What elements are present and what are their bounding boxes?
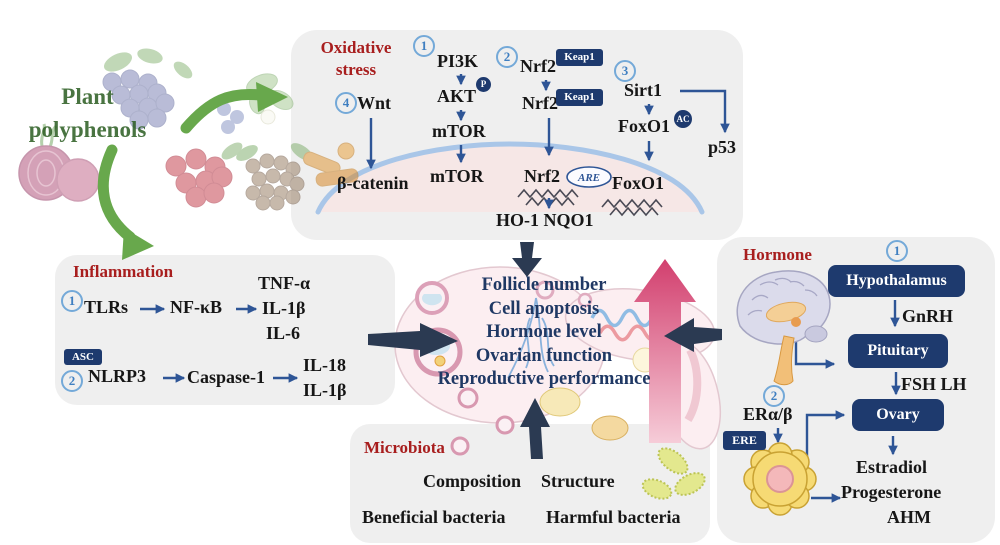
nrf2-mid-label: Nrf2 [522,93,558,113]
progesterone-label: Progesterone [841,482,942,502]
plant-label-line2: polyphenols [28,117,147,142]
sirt1-label: Sirt1 [624,80,662,100]
inflammation-step1-circle: 1 [61,290,83,312]
er-label: ERα/β [743,404,793,424]
gnrh-label: GnRH [902,306,954,326]
plant-polyphenol-sources-icon [18,48,359,211]
plant-label-line1: Plant [61,84,114,109]
composition-label: Composition [423,471,522,491]
up-arrow-pink [634,259,696,443]
beneficial-bacteria-label: Beneficial bacteria [362,507,506,527]
harmful-bacteria-label: Harmful bacteria [546,507,681,527]
hypothalamus-node: Hypothalamus [828,265,965,297]
green-arrow-to-oxidative-icon [180,82,288,134]
grapes-icon [102,48,193,130]
nfkb-label: NF-κB [170,297,222,317]
inflammation-panel [55,255,395,405]
estradiol-label: Estradiol [856,457,928,477]
ahm-label: AHM [887,507,931,527]
outcome-line-follicle-number: Follicle number [481,275,607,295]
outcome-text-block: Follicle number Cell apoptosis Hormone l… [388,274,700,392]
oxidative-title-line1: Oxidative [320,38,392,57]
foxo1-upper-label: FoxO1 [618,116,670,136]
il6-label: IL-6 [266,323,301,343]
brain-icon [736,270,831,386]
vessel-icon [507,297,555,379]
p53-label: p53 [708,137,737,157]
step1-circle: 1 [413,35,435,57]
block-arrow-from-microbiota [520,398,550,459]
ho1-nqo1-label: HO-1 NQO1 [496,210,594,230]
hormone-title: Hormone [743,245,812,264]
outcome-line-cell-apoptosis: Cell apoptosis [488,298,600,319]
arrow-sirt1-p53 [680,89,730,134]
phospho-badge: P [476,77,491,92]
arrow-cell-ovary [805,410,846,467]
inflammation-title: Inflammation [73,262,174,281]
blue-tube-icon [590,308,654,328]
pi3k-label: PI3K [437,51,479,71]
nrf2-top-label: Nrf2 [520,56,556,76]
akt-label: AKT [437,86,477,106]
step2-circle: 2 [496,46,518,68]
structure-label: Structure [541,471,615,491]
nlrp3-label: NLRP3 [88,366,146,386]
block-arrow-from-oxidative [512,242,542,277]
foxo1-nucleus-label: FoxO1 [612,173,664,193]
mtor-nucleus-label: mTOR [430,166,484,186]
ere-badge: ERE [723,431,766,450]
outcome-line-reproductive-performance: Reproductive performance [437,369,651,389]
keap1-top-badge: Keap1 [556,49,603,66]
are-oval: ARE [566,166,612,188]
inflammation-step2-circle: 2 [61,370,83,392]
nrf2-nucleus-label: Nrf2 [524,166,560,186]
hormone-step2-circle: 2 [763,385,785,407]
keap1-mid-badge: Keap1 [556,89,603,106]
il18-label: IL-18 [303,355,347,375]
mtor-upper-label: mTOR [432,121,486,141]
il1b-bottom-label: IL-1β [303,380,347,400]
wnt-label: Wnt [357,93,392,113]
hormone-step1-circle: 1 [886,240,908,262]
follicle-cell-icon [743,442,817,516]
outcome-line-hormone-level: Hormone level [486,322,602,342]
oxidative-title-line2: stress [335,60,377,79]
block-arrow-from-inflammation [368,323,458,357]
yellow-body-icon [591,415,629,441]
microbiota-title: Microbiota [364,438,445,457]
fsh-lh-label: FSH LH [901,374,967,394]
tnf-label: TNF-α [258,273,311,293]
seed-cluster-icon [236,143,314,211]
blueberries-icon [217,102,244,134]
step4-circle: 4 [335,92,357,114]
outcome-line-ovarian-function: Ovarian function [475,345,613,366]
il1b-top-label: IL-1β [262,298,306,318]
ovary-node: Ovary [852,399,944,431]
tlrs-label: TLRs [84,297,129,317]
turmeric-icon [303,142,359,187]
pituitary-node: Pituitary [848,334,948,368]
bacteria-icon [641,447,706,500]
yellow-body-icon [539,387,581,417]
caspase1-label: Caspase-1 [187,367,266,387]
acetyl-badge: AC [674,110,692,128]
red-berries-icon [165,142,243,208]
asc-badge: ASC [64,349,102,365]
block-arrow-from-hormone [664,318,722,352]
step3-circle: 3 [614,60,636,82]
green-arrow-to-inflammation-icon [97,144,154,260]
are-label: ARE [577,172,600,184]
beta-catenin-label: β-catenin [337,173,409,193]
